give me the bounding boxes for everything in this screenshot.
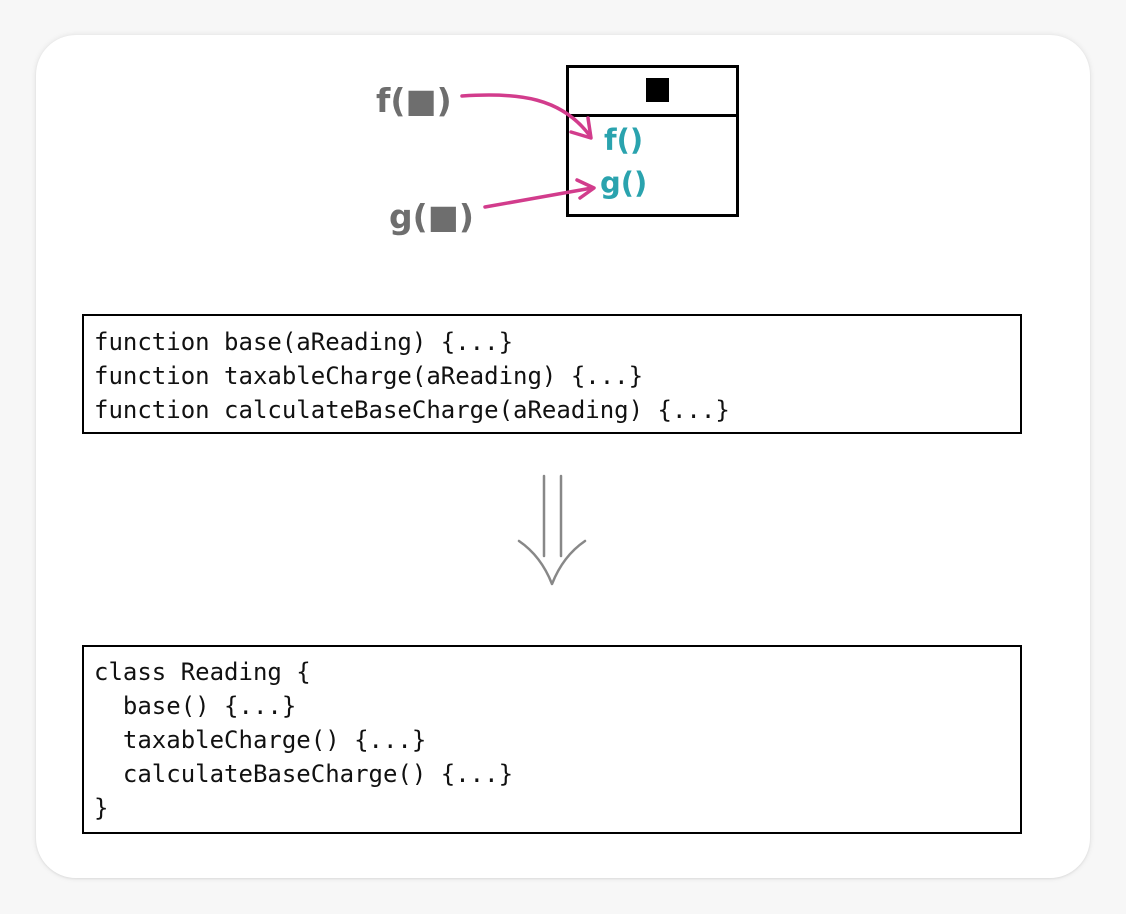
class-box-divider xyxy=(569,114,736,117)
caller-g-label: g(■) xyxy=(389,197,474,236)
transform-arrow-icon xyxy=(517,474,587,586)
after-code-line: class Reading { xyxy=(94,658,311,686)
after-code-line: taxableCharge() {...} xyxy=(94,726,427,754)
after-code-line: } xyxy=(94,794,109,822)
after-code-line: base() {...} xyxy=(94,692,297,720)
caller-g-arrow xyxy=(483,186,594,209)
before-code-line: function taxableCharge(aReading) {...} xyxy=(94,362,644,390)
caller-f-arrowhead xyxy=(569,116,593,140)
method-f-label: f() xyxy=(604,123,644,157)
class-name-square xyxy=(646,78,669,102)
before-code-line: function base(aReading) {...} xyxy=(94,328,514,356)
before-code-line: function calculateBaseCharge(aReading) {… xyxy=(94,396,730,424)
caller-g-arrowhead xyxy=(575,178,596,200)
before-code-box: function base(aReading) {...} function t… xyxy=(82,314,1022,434)
caller-f-arrow xyxy=(460,93,592,138)
after-code-box: class Reading { base() {...} taxableChar… xyxy=(82,645,1022,834)
after-code-line: calculateBaseCharge() {...} xyxy=(94,760,514,788)
class-box xyxy=(566,65,739,217)
caller-f-label: f(■) xyxy=(376,81,452,120)
method-g-label: g() xyxy=(600,166,648,200)
